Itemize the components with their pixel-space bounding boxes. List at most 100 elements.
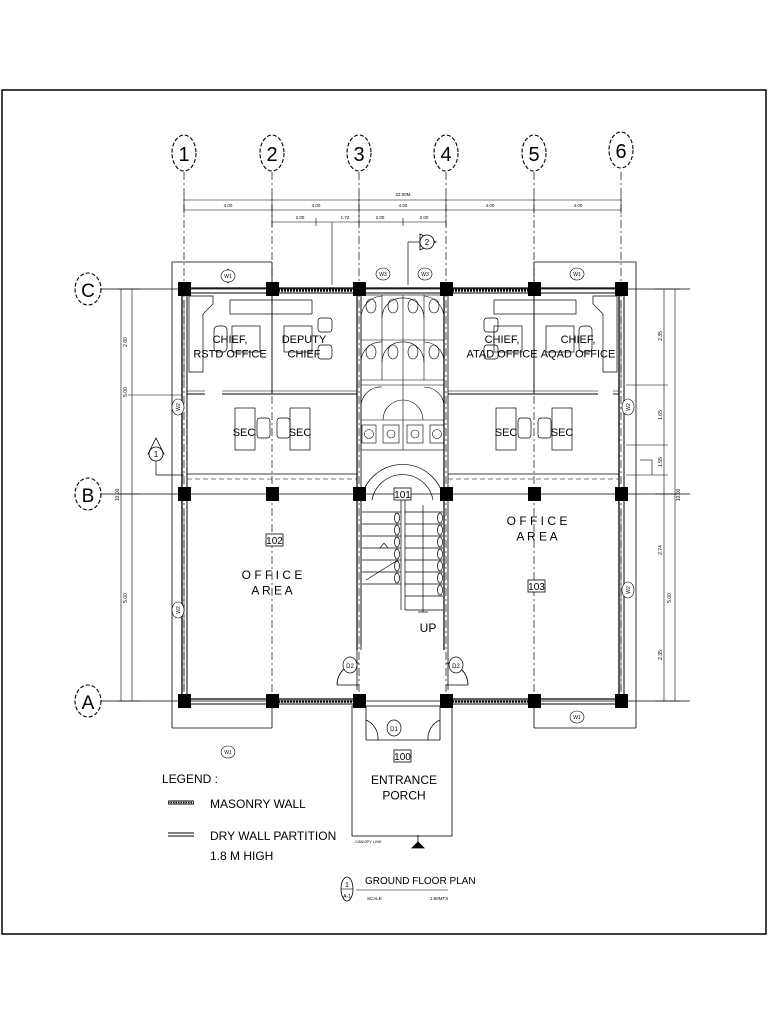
dim-interior-4: 2.00 (420, 215, 429, 220)
section-marker-label: 2 (425, 238, 430, 247)
legend-dry-wall-swatch (168, 832, 194, 837)
window-tag-label: W2 (626, 403, 632, 411)
window-tag-label: W1 (224, 274, 232, 280)
text-line: AQAD OFFICE (541, 348, 616, 360)
room-tag-label: 102 (266, 536, 283, 547)
legend: LEGEND : MASONRY WALL DRY WALL PARTITION… (162, 772, 336, 863)
grid-label-col-1: 1 (178, 144, 189, 166)
text-line: CHIEF, (561, 334, 596, 346)
top-dimension-lines (183, 196, 622, 226)
text-line: O F F I C E (242, 568, 303, 582)
legend-masonry-wall-swatch (168, 800, 194, 805)
column-grid-bubbles: 1 2 3 4 5 6 (171, 131, 634, 172)
window-tag-label: W3 (379, 272, 387, 278)
text-line: RSTD OFFICE (193, 348, 266, 360)
door-tag: D2 (448, 656, 464, 674)
dry-wall-partitions (187, 293, 619, 395)
window-tag: W1 (220, 268, 236, 284)
grid-bubble-b: B (74, 477, 102, 511)
room-tags: 101 102 103 100 (265, 487, 546, 763)
legend-masonry-wall-label: MASONRY WALL (210, 797, 306, 811)
staircase (360, 464, 445, 645)
dim-interior-2: 1.72 (341, 215, 350, 220)
legend-title: LEGEND : (162, 772, 218, 786)
grid-bubble-5: 5 (521, 134, 547, 172)
grid-label-row-a: A (82, 693, 95, 714)
legend-dry-wall-height: 1.8 M HIGH (210, 849, 273, 863)
dim-right-6: 2.35 (658, 650, 664, 660)
furniture-right (483, 295, 618, 451)
text-line: ENTRANCE (371, 773, 437, 787)
dim-right-4: 2.74 (658, 545, 664, 555)
window-openings (183, 300, 622, 690)
entrance-porch (336, 650, 469, 849)
sheet-ref: A-1 (343, 894, 351, 900)
dim-overall: 22.00M (395, 192, 410, 197)
room-tag-label: 101 (394, 490, 411, 501)
text-line: PORCH (382, 789, 425, 803)
room-label-office-area-left: O F F I C E A R E A (242, 568, 303, 598)
window-tag: W1 (220, 745, 236, 759)
door-tag: D2 (342, 656, 358, 674)
window-tag-label: W2 (626, 586, 632, 594)
room-label-sec: SEC (233, 427, 256, 439)
room-label-sec: SEC (551, 427, 574, 439)
grid-label-col-4: 4 (440, 144, 451, 166)
dim-interior-1: 2.00 (296, 215, 305, 220)
window-tag-label: W2 (176, 403, 182, 411)
room-label-sec: SEC (289, 427, 312, 439)
legend-dry-wall-label: DRY WALL PARTITION (210, 829, 336, 843)
room-label-chief-rstd: CHIEF,RSTD OFFICE (193, 334, 266, 360)
door-tag-label: D1 (390, 727, 398, 733)
dim-left-2: 5.00 (123, 387, 129, 397)
window-tag: W3 (375, 267, 391, 281)
text-line: A R E A (516, 530, 557, 544)
window-tag-label: W3 (421, 272, 429, 278)
room-label-up: UP (420, 621, 437, 635)
window-tag: W1 (569, 710, 585, 724)
room-label-office-area-right: O F F I C E A R E A (507, 514, 568, 544)
grid-label-row-b: B (82, 486, 95, 507)
room-label-sec: SEC (495, 427, 518, 439)
dim-bay-1: 4.00 (224, 203, 233, 208)
text-line: O F F I C E (507, 514, 568, 528)
window-tag: W3 (417, 267, 433, 281)
room-tag: 101 (393, 487, 412, 501)
grid-bubble-2: 2 (259, 134, 285, 172)
window-tag: W2 (171, 398, 185, 416)
text-line: CHIEF (288, 348, 321, 360)
dim-bay-5: 4.00 (574, 203, 583, 208)
row-grid-bubbles: C B A (74, 272, 102, 718)
scale-value: 1:50MTS (430, 896, 448, 901)
section-marker-horizontal: 2 (331, 222, 437, 285)
window-tag: W2 (171, 601, 185, 619)
grid-bubble-c: C (74, 272, 102, 306)
dim-right-1: 2.35 (658, 331, 664, 341)
grid-bubble-4: 4 (433, 134, 459, 172)
window-tag-label: W1 (573, 272, 581, 278)
text-line: A R E A (251, 584, 292, 598)
door-tag: D1 (386, 719, 402, 737)
room-tag: 100 (393, 749, 412, 763)
grid-label-col-5: 5 (528, 144, 539, 166)
grid-bubble-1: 1 (171, 134, 197, 172)
window-tag: W2 (621, 581, 635, 599)
grid-bubble-a: A (74, 684, 102, 718)
window-tag-label: W2 (176, 606, 182, 614)
canopy-line-label: CANOPY LINE (355, 839, 382, 844)
room-label-chief-atad: CHIEF,ATAD OFFICE (466, 334, 537, 360)
sheet-number: 1 (345, 882, 349, 889)
structural-grid (101, 172, 690, 705)
window-tag: W1 (569, 267, 585, 281)
window-tag-label: W1 (573, 715, 581, 721)
text-line: CHIEF, (485, 334, 520, 346)
room-tag-label: 103 (528, 582, 545, 593)
right-dimension-lines (626, 288, 680, 702)
dim-right-5: 5.00 (667, 593, 673, 603)
grid-bubble-6: 6 (608, 131, 634, 169)
drawing-title: GROUND FLOOR PLAN (365, 876, 476, 887)
window-tag-label: W1 (224, 750, 232, 756)
